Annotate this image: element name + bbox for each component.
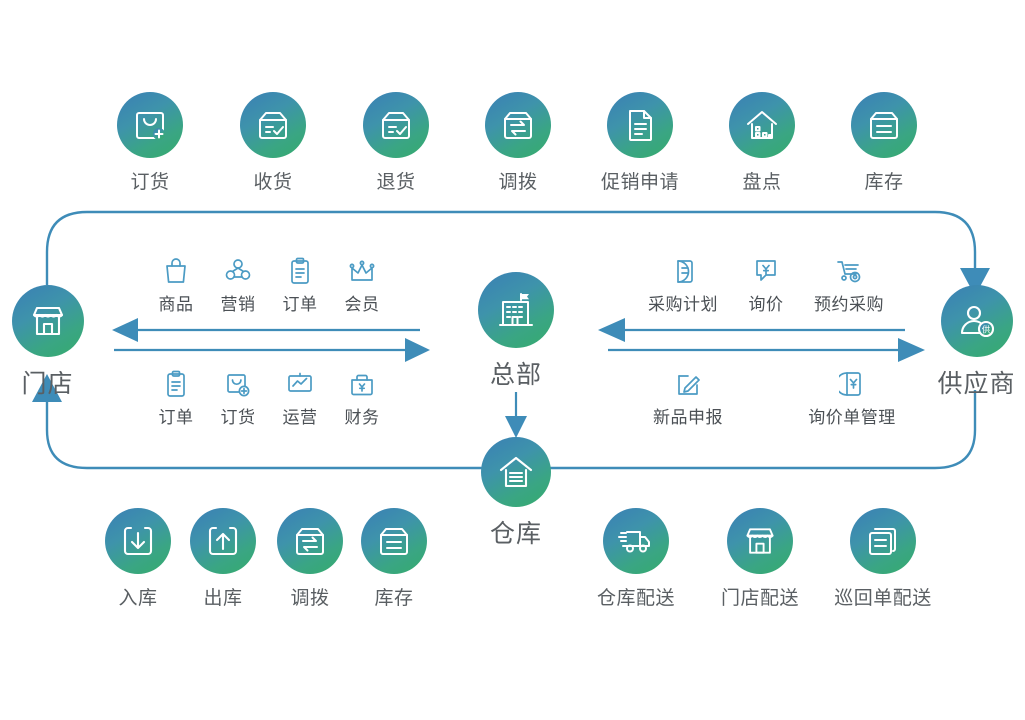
inbound-arrow-down-icon [105, 508, 171, 574]
inventory-box-lines-icon [361, 508, 427, 574]
order-clipboard-icon [269, 255, 331, 285]
warehouse-icon [481, 437, 551, 507]
feature-label: 调拨 [498, 171, 538, 193]
price-inquiry-yuan-icon [735, 255, 797, 285]
feature-inbound[interactable]: 入库 [78, 508, 198, 610]
supplier-person-icon: 供 [940, 285, 1013, 357]
flow-item-ordering[interactable]: 订货 [207, 368, 269, 428]
feature-label: 门店配送 [720, 587, 799, 609]
flow-item-label: 新品申报 [653, 408, 723, 428]
operations-chart-icon [269, 368, 331, 398]
flow-item-label: 询价 [748, 295, 784, 315]
hq-supplier-lower-arrowhead [898, 338, 925, 362]
flow-item-label: 预约采购 [814, 295, 884, 315]
flow-item-finance[interactable]: 财务 [331, 368, 393, 428]
feature-label: 调拨 [290, 587, 330, 609]
feature-return[interactable]: 退货 [336, 92, 456, 194]
svg-text:供: 供 [981, 325, 990, 336]
feature-warehouse-delivery[interactable]: 仓库配送 [576, 508, 696, 610]
flow-item-price-inquiry[interactable]: 询价 [735, 255, 797, 315]
return-box-check-icon [363, 92, 429, 158]
node-warehouse[interactable]: 仓库 [471, 437, 561, 550]
feature-inventory-bottom[interactable]: 库存 [334, 508, 454, 610]
feature-store-delivery[interactable]: 门店配送 [700, 508, 820, 610]
inventory-box-lines-icon [851, 92, 917, 158]
feature-label: 库存 [864, 171, 904, 193]
feature-label: 入库 [118, 587, 158, 609]
receive-box-check-icon [240, 92, 306, 158]
feature-transfer-bottom[interactable]: 调拨 [250, 508, 370, 610]
flow-item-label: 采购计划 [648, 295, 718, 315]
flow-item-label: 订单 [282, 295, 318, 315]
feature-label: 仓库配送 [596, 587, 675, 609]
transfer-box-arrows-icon [485, 92, 551, 158]
flow-item-order[interactable]: 订单 [269, 255, 331, 315]
flow-item-label: 商品 [158, 295, 194, 315]
feature-label: 出库 [203, 587, 243, 609]
member-crown-icon [331, 255, 393, 285]
flow-item-label: 财务 [344, 408, 380, 428]
storefront-icon [727, 508, 793, 574]
flow-item-purchase-plan[interactable]: 采购计划 [637, 255, 729, 315]
feature-label: 收货 [253, 171, 293, 193]
feature-label: 订货 [130, 171, 170, 193]
flow-item-member[interactable]: 会员 [331, 255, 393, 315]
feature-label: 促销申请 [600, 171, 679, 193]
finance-yuan-box-icon [331, 368, 393, 398]
feature-promotion-request[interactable]: 促销申请 [580, 92, 700, 194]
node-label: 门店 [21, 369, 74, 398]
shopping-bag-icon [145, 255, 207, 285]
order-clipboard-icon [145, 368, 207, 398]
flow-item-label: 会员 [344, 295, 380, 315]
flow-item-marketing[interactable]: 营销 [207, 255, 269, 315]
node-supplier[interactable]: 供 供应商 [928, 285, 1025, 400]
route-documents-icon [850, 508, 916, 574]
transfer-box-arrows-icon [277, 508, 343, 574]
store-hq-lower-arrowhead [405, 338, 430, 362]
hq-warehouse-arrowhead [505, 416, 527, 438]
flow-item-label: 营销 [220, 295, 256, 315]
flow-item-inquiry-sheet-mgmt[interactable]: 询价单管理 [797, 368, 907, 428]
storefront-icon [11, 285, 84, 357]
feature-receive[interactable]: 收货 [213, 92, 333, 194]
node-label: 总部 [489, 360, 542, 389]
flow-item-scheduled-purchase[interactable]: 预约采购 [803, 255, 895, 315]
scheduled-purchase-icon [803, 255, 895, 285]
feature-transfer[interactable]: 调拨 [458, 92, 578, 194]
headquarters-building-icon [478, 272, 554, 348]
feature-stocktake[interactable]: 盘点 [702, 92, 822, 194]
inquiry-sheet-yuan-icon [797, 368, 907, 398]
flow-item-order-lower[interactable]: 订单 [145, 368, 207, 428]
delivery-truck-icon [603, 508, 669, 574]
feature-label: 库存 [374, 587, 414, 609]
new-product-pencil-icon [642, 368, 734, 398]
flow-item-product[interactable]: 商品 [145, 255, 207, 315]
order-bag-plus-icon [117, 92, 183, 158]
feature-outbound[interactable]: 出库 [163, 508, 283, 610]
marketing-people-icon [207, 255, 269, 285]
hq-supplier-upper-arrowhead [598, 318, 625, 342]
node-label: 仓库 [489, 519, 542, 548]
feature-inventory-top[interactable]: 库存 [824, 92, 944, 194]
promotion-document-icon [607, 92, 673, 158]
feature-label: 盘点 [742, 171, 782, 193]
flow-item-label: 运营 [282, 408, 318, 428]
flow-item-label: 订单 [158, 408, 194, 428]
purchase-plan-icon [637, 255, 729, 285]
feature-label: 巡回单配送 [834, 587, 932, 609]
node-store[interactable]: 门店 [0, 285, 95, 400]
node-headquarters[interactable]: 总部 [468, 272, 564, 391]
feature-label: 退货 [376, 171, 416, 193]
order-bag-plus-icon [207, 368, 269, 398]
flow-item-label: 订货 [220, 408, 256, 428]
flow-item-label: 询价单管理 [808, 408, 896, 428]
store-hq-upper-arrowhead [112, 318, 138, 342]
feature-order[interactable]: 订货 [90, 92, 210, 194]
feature-route-delivery[interactable]: 巡回单配送 [823, 508, 943, 610]
stocktake-house-icon [729, 92, 795, 158]
node-label: 供应商 [937, 369, 1016, 398]
flow-item-new-product[interactable]: 新品申报 [642, 368, 734, 428]
flow-item-operations[interactable]: 运营 [269, 368, 331, 428]
outbound-arrow-up-icon [190, 508, 256, 574]
